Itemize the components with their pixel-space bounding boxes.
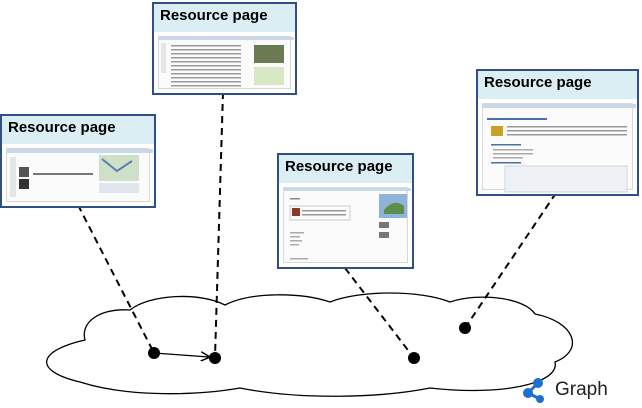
graph-edge bbox=[153, 353, 209, 357]
graph-node bbox=[209, 352, 221, 364]
page-thumbnail bbox=[6, 148, 153, 202]
link-page4-node bbox=[464, 192, 557, 329]
resource-page-card-1[interactable]: Resource page bbox=[0, 114, 156, 208]
resource-page-card-2[interactable]: Resource page bbox=[152, 2, 297, 95]
resource-page-card-4[interactable]: Resource page bbox=[476, 69, 639, 196]
resource-page-card-3[interactable]: Resource page bbox=[277, 153, 414, 269]
page-thumbnail bbox=[482, 103, 636, 193]
resource-page-title: Resource page bbox=[154, 4, 295, 32]
link-page1-node bbox=[77, 204, 155, 354]
graph-node bbox=[408, 352, 420, 364]
resource-page-title: Resource page bbox=[2, 116, 154, 144]
graph-share-icon bbox=[523, 378, 544, 403]
resource-page-title: Resource page bbox=[279, 155, 412, 183]
graph-label: Graph bbox=[555, 379, 608, 400]
graph-cloud bbox=[46, 292, 573, 397]
page-thumbnail bbox=[158, 36, 294, 89]
link-page3-node bbox=[344, 267, 415, 359]
graph-node bbox=[148, 347, 160, 359]
resource-page-title: Resource page bbox=[478, 71, 637, 99]
page-thumbnail bbox=[283, 187, 411, 263]
graph-node bbox=[459, 322, 471, 334]
link-page2-node bbox=[214, 91, 224, 358]
